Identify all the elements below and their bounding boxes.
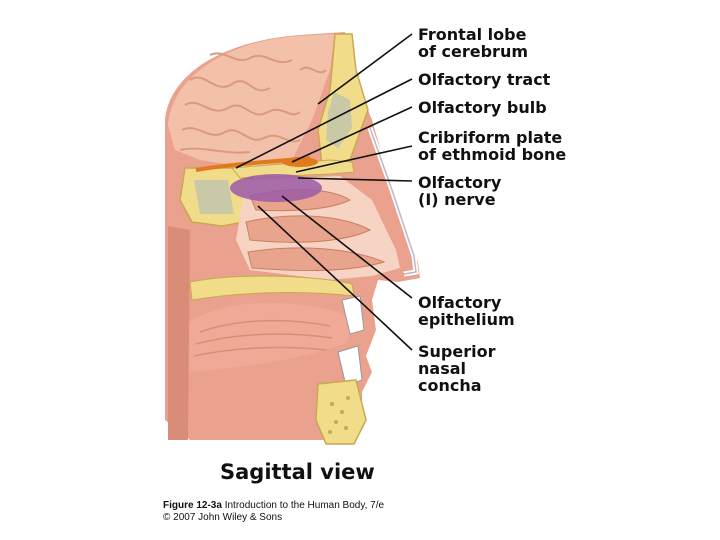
label-line: Frontal lobe bbox=[418, 26, 528, 43]
label-line: concha bbox=[418, 377, 495, 394]
label-olfactory-nerve: Olfactory (I) nerve bbox=[418, 174, 501, 208]
label-line: of ethmoid bone bbox=[418, 146, 566, 163]
label-olfactory-epithelium: Olfactory epithelium bbox=[418, 294, 515, 328]
label-line: Olfactory tract bbox=[418, 71, 550, 88]
label-olfactory-bulb: Olfactory bulb bbox=[418, 99, 547, 116]
label-line: Olfactory bbox=[418, 174, 501, 191]
label-cribriform-plate: Cribriform plate of ethmoid bone bbox=[418, 129, 566, 163]
label-line: epithelium bbox=[418, 311, 515, 328]
label-line: (I) nerve bbox=[418, 191, 501, 208]
label-line: of cerebrum bbox=[418, 43, 528, 60]
copyright: © 2007 John Wiley & Sons bbox=[163, 512, 282, 523]
label-line: Superior bbox=[418, 343, 495, 360]
caption-view-title: Sagittal view bbox=[220, 460, 375, 484]
label-line: nasal bbox=[418, 360, 495, 377]
label-superior-nasal-concha: Superior nasal concha bbox=[418, 343, 495, 394]
figure-source: Introduction to the Human Body, 7/e bbox=[225, 500, 384, 511]
figure-id: Figure 12-3a bbox=[163, 500, 222, 511]
figure-credit: Figure 12-3a Introduction to the Human B… bbox=[163, 500, 384, 511]
label-olfactory-tract: Olfactory tract bbox=[418, 71, 550, 88]
label-frontal-lobe: Frontal lobe of cerebrum bbox=[418, 26, 528, 60]
pharynx bbox=[168, 226, 190, 440]
label-line: Cribriform plate bbox=[418, 129, 566, 146]
sphenoid-sinus bbox=[194, 180, 234, 214]
label-line: Olfactory bbox=[418, 294, 515, 311]
label-line: Olfactory bulb bbox=[418, 99, 547, 116]
